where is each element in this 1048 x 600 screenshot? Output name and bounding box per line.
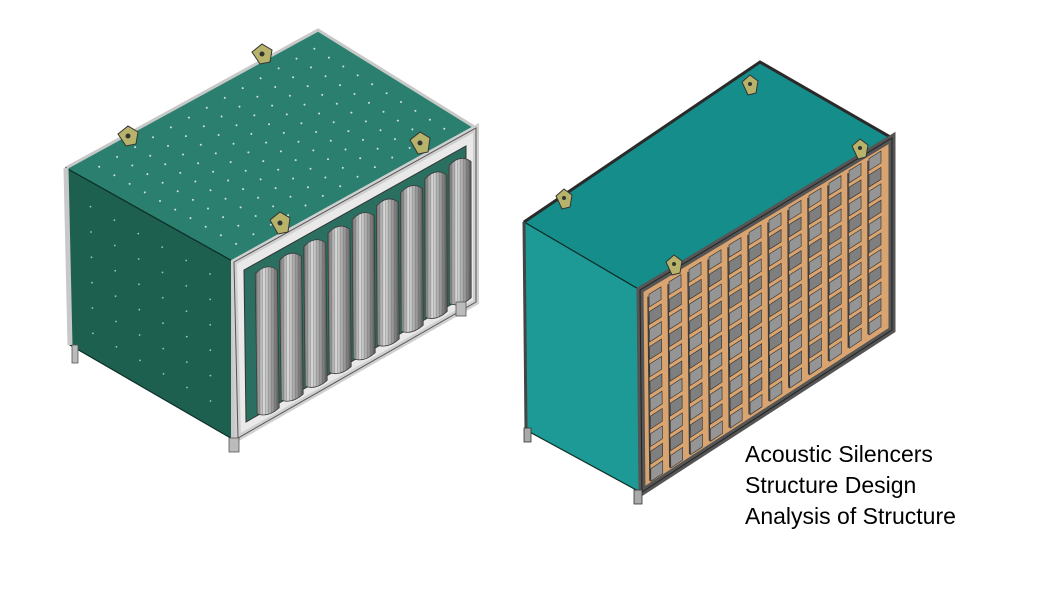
left-unit-lifting-lug-4 — [269, 211, 291, 235]
left-unit-foot-3 — [455, 301, 467, 317]
left-unit-foot-1 — [71, 344, 79, 364]
left-unit-foot-2 — [228, 437, 240, 453]
right-unit-foot-1 — [523, 427, 532, 443]
splitter-silencer-unit-icon — [522, 60, 896, 505]
right-unit-foot-2 — [633, 489, 643, 505]
left-unit-top-rivets — [98, 47, 446, 245]
left-unit-lifting-lug-1 — [251, 43, 273, 65]
caption-block: Acoustic Silencers Structure Design Anal… — [745, 439, 956, 532]
left-unit-baffle-cylinders — [254, 157, 472, 416]
left-unit-front-rivets — [89, 205, 212, 402]
right-unit-lifting-lug-3 — [851, 138, 869, 160]
right-unit-lifting-lug-1 — [741, 74, 759, 96]
caption-line-1: Acoustic Silencers — [745, 441, 933, 467]
right-unit-lifting-lug-2 — [555, 188, 573, 210]
baffle-silencer-unit-icon — [63, 28, 479, 453]
caption-line-3: Analysis of Structure — [745, 503, 956, 529]
left-unit-lifting-lug-3 — [409, 131, 431, 155]
caption-line-2: Structure Design — [745, 472, 917, 498]
left-unit-lifting-lug-2 — [117, 125, 139, 147]
right-unit-splitter-grid — [647, 150, 882, 482]
right-unit-lifting-lug-4 — [665, 254, 683, 276]
